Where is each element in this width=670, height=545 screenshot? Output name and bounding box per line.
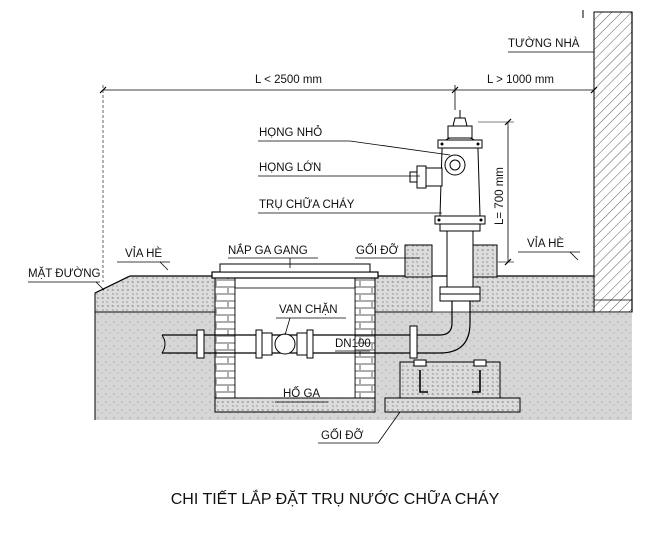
- sidewalk-left-label: VỈA HÈ: [125, 247, 162, 260]
- concrete-supports: [384, 244, 521, 413]
- manhole-pit: [211, 263, 379, 413]
- sidewalk-right-label: VỈA HÈ: [527, 237, 564, 250]
- leader-lines: [28, 51, 594, 444]
- support-block-right: [469, 244, 498, 278]
- house-wall: [582, 10, 633, 313]
- dim-right-length: L > 1000 mm: [487, 74, 554, 86]
- pipe-flange: [409, 325, 418, 359]
- support-block-left: [404, 244, 433, 278]
- pipe-dn100: [161, 295, 471, 359]
- dim-left-length: L < 2500 mm: [255, 74, 322, 86]
- support-base: [399, 361, 501, 399]
- pipe-flange: [196, 329, 205, 359]
- pipe-label: DN100: [335, 338, 371, 350]
- support-top-label: GỐI ĐỠ: [356, 243, 399, 257]
- gate-valve: [255, 329, 314, 359]
- drawing-title: CHI TIẾT LẮP ĐẶT TRỤ NƯỚC CHỮA CHÁY: [171, 488, 500, 508]
- road-surface-label: MẶT ĐƯỜNG: [28, 267, 101, 280]
- dimension-lines: [99, 85, 598, 282]
- manhole-label: HỐ GA: [283, 386, 320, 400]
- large-outlet-label: HỌNG LỚN: [259, 161, 321, 174]
- valve-label: VAN CHẶN: [279, 303, 338, 316]
- large-outlet: [409, 165, 443, 189]
- dim-height: L= 700 mm: [494, 167, 506, 225]
- support-bottom-label: GỐI ĐỠ: [321, 428, 364, 442]
- wall-label: TƯỜNG NHÀ: [508, 37, 580, 50]
- small-outlet: [444, 154, 466, 176]
- text-labels: TƯỜNG NHÀ L < 2500 mm L > 1000 mm L= 700…: [28, 37, 580, 508]
- manhole-cover-label: NẮP GA GANG: [228, 244, 308, 257]
- fire-hydrant: [409, 110, 486, 302]
- hydrant-label: TRỤ CHỮA CHÁY: [259, 198, 355, 211]
- manhole-cover: [211, 271, 379, 279]
- small-outlet-label: HỌNG NHỎ: [259, 126, 322, 139]
